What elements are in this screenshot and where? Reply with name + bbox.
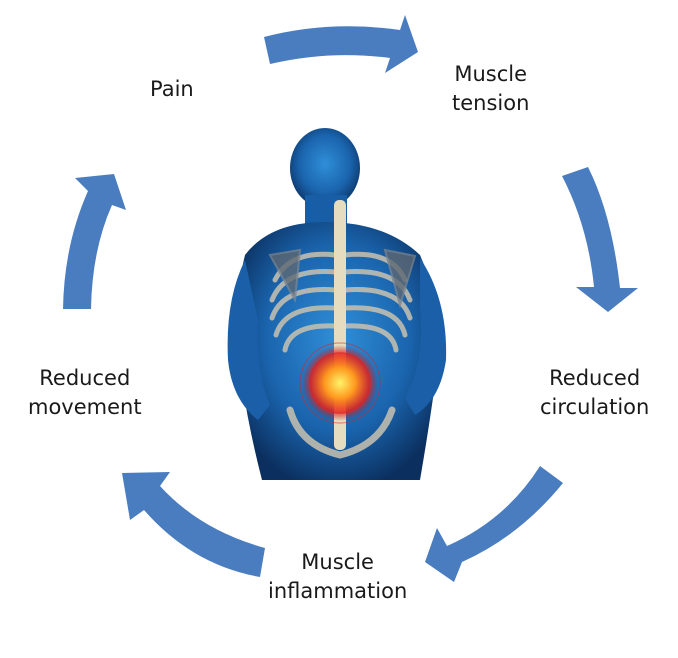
arrow-movement-to-pain-icon: [63, 174, 126, 309]
arrow-tension-to-circulation-icon: [562, 167, 638, 312]
node-muscle-tension: Muscle tension: [452, 62, 530, 115]
node-pain: Pain: [150, 77, 194, 101]
node-reduced-circulation: Reduced circulation: [540, 366, 650, 419]
arrow-circulation-to-inflammation-icon: [425, 466, 563, 582]
arrow-pain-to-tension-icon: [264, 15, 418, 73]
node-muscle-inflammation: Muscle inflammation: [268, 550, 408, 603]
node-reduced-movement: Reduced movement: [28, 366, 142, 419]
arrow-inflammation-to-movement-icon: [122, 472, 265, 577]
pain-highlight-icon: [299, 342, 381, 424]
skeleton-icon: [268, 248, 417, 459]
